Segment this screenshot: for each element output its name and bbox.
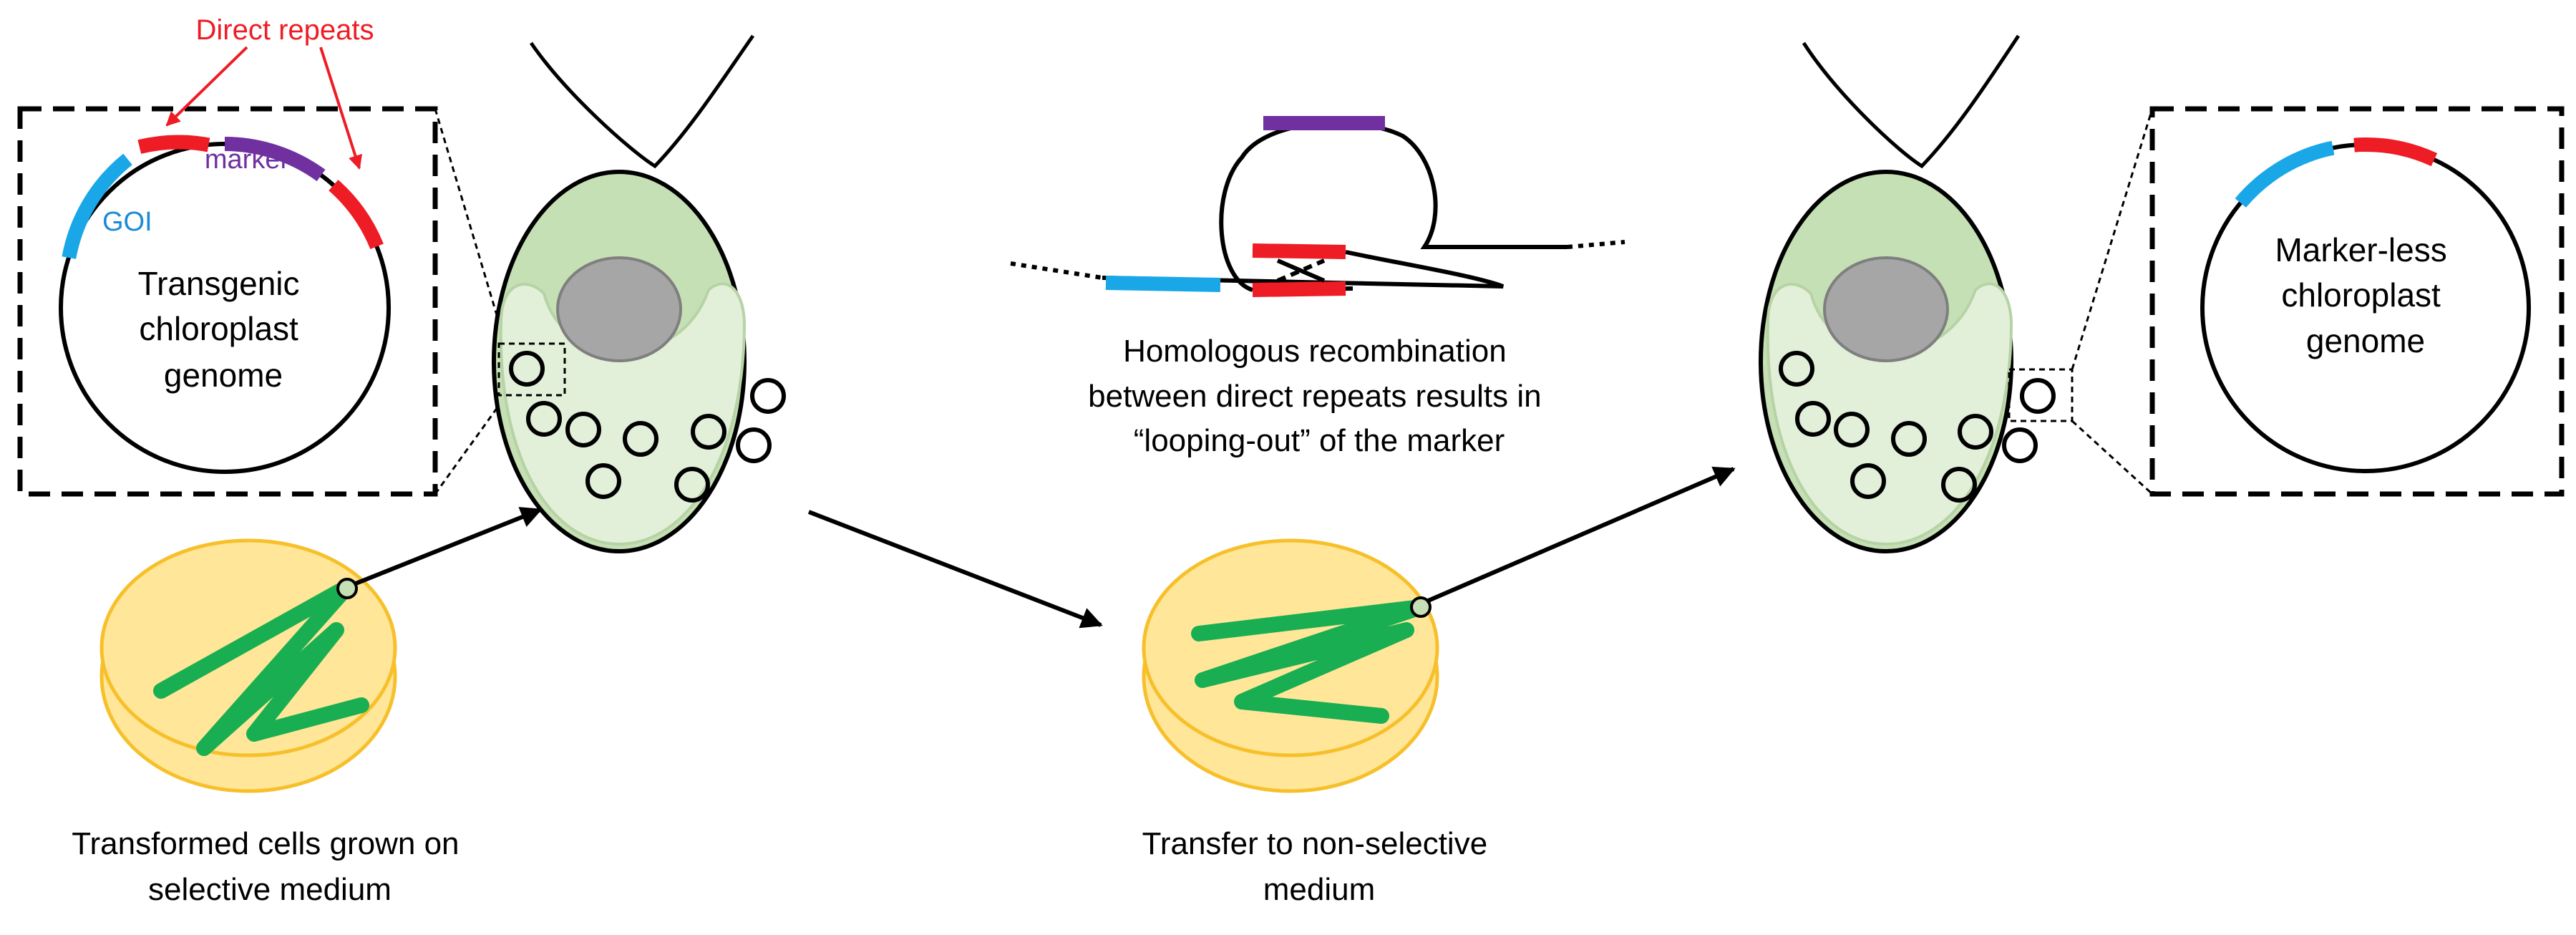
- picked-colony: [336, 578, 358, 599]
- direct-repeat-right: [329, 180, 384, 250]
- selective-plate-caption: Transformed cells grown on selective med…: [72, 826, 468, 907]
- chloroplast-circle-icon: [750, 378, 786, 414]
- zoom-box-right: [2008, 368, 2074, 422]
- marker-segment: [224, 137, 326, 182]
- picked-colony: [1410, 596, 1432, 618]
- chloroplast-circle-icon: [623, 421, 658, 457]
- loop-repeat-lower: [1252, 281, 1346, 297]
- zoom-line-top: [434, 108, 507, 344]
- loop-goi-segment: [1105, 276, 1221, 292]
- chloroplast-circle-icon: [585, 463, 621, 499]
- chloroplast-circle-icon: [1850, 463, 1886, 499]
- goi-segment: [2235, 140, 2335, 208]
- markerless-genome-title: Marker-less chloroplast genome: [2275, 231, 2456, 359]
- cell-streak: [1191, 599, 1429, 724]
- looping-out-diagram: [1010, 116, 1625, 297]
- goi-segment: [62, 153, 132, 259]
- repeat-arrow-right: [319, 47, 363, 170]
- zoom-line-bottom: [434, 394, 508, 495]
- nonselective-plate-caption: Transfer to non-selective medium: [1142, 826, 1497, 907]
- chloroplast-circle-icon: [691, 414, 726, 450]
- chloroplast-circle-icon: [674, 467, 710, 503]
- direct-repeat-left: [137, 135, 210, 154]
- chloroplast-circles: [509, 351, 786, 503]
- dotted-strand-left: [1010, 261, 1103, 280]
- nonselective-plate: [1142, 538, 1439, 793]
- marker-label: marker: [205, 145, 290, 175]
- zoom-line-top: [2071, 108, 2154, 370]
- chloroplast-cup: [499, 282, 747, 546]
- transgenic-genome-title: Transgenic chloroplast genome: [138, 265, 309, 394]
- chloroplast-circles: [1779, 351, 2056, 503]
- arrow-icon: [1425, 466, 1736, 604]
- chloroplast-circle-icon: [2002, 427, 2038, 463]
- cell-streak: [153, 579, 369, 756]
- flagella-icon: [529, 34, 755, 169]
- goi-label: GOI: [102, 207, 152, 237]
- transgenic-genome-box: [17, 106, 438, 497]
- chloroplast-circle-icon: [1795, 401, 1831, 437]
- algal-cell-right: [1759, 34, 2074, 553]
- dotted-strand-right: [1567, 240, 1625, 249]
- crossover-line-1: [1276, 258, 1326, 283]
- recombination-caption: Homologous recombination between direct …: [1088, 334, 1550, 458]
- markerless-genome-panel: Marker-less chloroplast genome: [2071, 106, 2565, 497]
- arrow-icon: [807, 510, 1103, 629]
- chloroplast-circle-icon: [1891, 421, 1927, 457]
- chloroplast-circle-icon: [2020, 378, 2056, 414]
- repeat-arrow-left: [165, 46, 248, 127]
- chloroplast-circle-icon: [1941, 467, 1977, 503]
- crossover-line-2: [1276, 258, 1326, 283]
- selective-plate: [99, 538, 397, 793]
- zoom-line-bottom: [2071, 420, 2154, 495]
- chloroplast-circle-icon: [509, 351, 545, 387]
- zoom-box-left: [497, 342, 566, 397]
- chloroplast-circle-icon: [565, 412, 601, 447]
- dna-strand-upper: [1219, 120, 1568, 292]
- chloroplast-circle-icon: [1958, 414, 1993, 450]
- transgenic-genome-panel: Direct repeats marker GOI Transgenic chl…: [17, 14, 508, 497]
- direct-repeats-label: Direct repeats: [196, 14, 374, 46]
- chloroplast-circle-icon: [526, 401, 562, 437]
- nucleus: [1823, 256, 1949, 362]
- loop-repeat-upper: [1252, 243, 1346, 259]
- direct-repeat-merged: [2353, 137, 2438, 167]
- chloroplast-circle-icon: [1834, 412, 1870, 447]
- algal-cell-left: [492, 34, 786, 553]
- arrow-icon: [354, 507, 543, 586]
- markerless-genome-box: [2149, 106, 2565, 497]
- dna-strand-lower: [1102, 250, 1505, 289]
- chloroplast-circle-icon: [736, 427, 772, 463]
- chloroplast-circle-icon: [1779, 351, 1814, 387]
- nucleus: [556, 256, 682, 362]
- chloroplast-cup: [1766, 282, 2013, 546]
- flagella-icon: [1802, 34, 2021, 169]
